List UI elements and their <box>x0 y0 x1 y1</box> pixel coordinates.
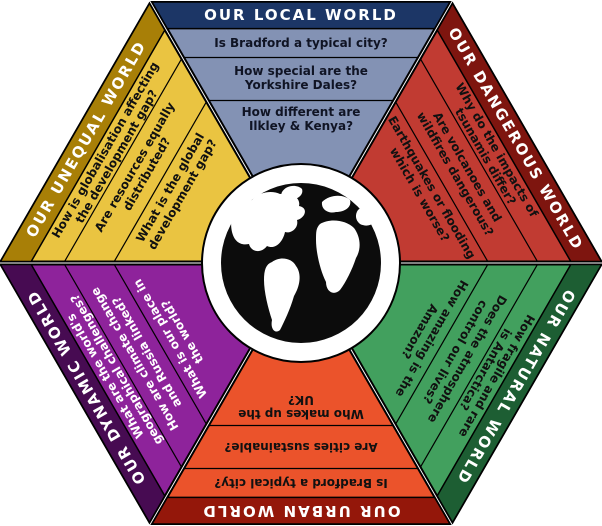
sector-urban-title-band <box>150 496 452 525</box>
question-divider <box>113 264 207 425</box>
question-urban-1: Is Bradford a typical city? <box>214 476 388 490</box>
question-local-3-line2: Ilkley & Kenya? <box>249 119 353 133</box>
globe-land-south-america <box>264 258 300 332</box>
question-urban-2: Are cities sustainable? <box>224 440 377 454</box>
globe-land-africa <box>316 220 360 293</box>
question-local-3-line1: How different are <box>242 105 361 119</box>
sector-natural-title-band <box>436 263 602 525</box>
question-local-1: Is Bradford a typical city? <box>214 36 388 50</box>
sector-local-title-band <box>150 1 452 30</box>
question-divider <box>113 101 207 262</box>
sector-local: OUR LOCAL WORLD Is Bradford a typical ci… <box>150 1 452 262</box>
question-urban-3-line1: Who makes up the <box>238 407 364 421</box>
question-local-2-line2: Yorkshire Dales? <box>244 78 357 92</box>
world-globe-icon <box>201 163 401 363</box>
sector-dangerous: OUR DANGEROUS WORLD Why do the impacts o… <box>301 1 602 263</box>
question-divider <box>64 58 183 262</box>
question-divider <box>419 264 538 468</box>
globe-land-north-america <box>231 192 305 252</box>
sector-dangerous-title-band <box>436 1 602 263</box>
sector-local-title: OUR LOCAL WORLD <box>204 6 398 24</box>
globe-land-asia <box>355 206 378 226</box>
question-divider <box>419 58 538 262</box>
sector-dynamic-title-band <box>0 263 166 525</box>
question-local-2-line1: How special are the <box>234 64 368 78</box>
sector-urban: OUR URBAN WORLD Is Bradford a typical ci… <box>150 264 452 525</box>
question-urban-3-line2: UK? <box>288 393 314 407</box>
globe-land-europe <box>321 195 351 213</box>
sector-urban-title: OUR URBAN WORLD <box>201 502 400 520</box>
question-divider <box>395 264 489 425</box>
question-divider <box>64 264 183 468</box>
sector-unequal-title-band <box>0 1 166 263</box>
question-divider <box>395 101 489 262</box>
